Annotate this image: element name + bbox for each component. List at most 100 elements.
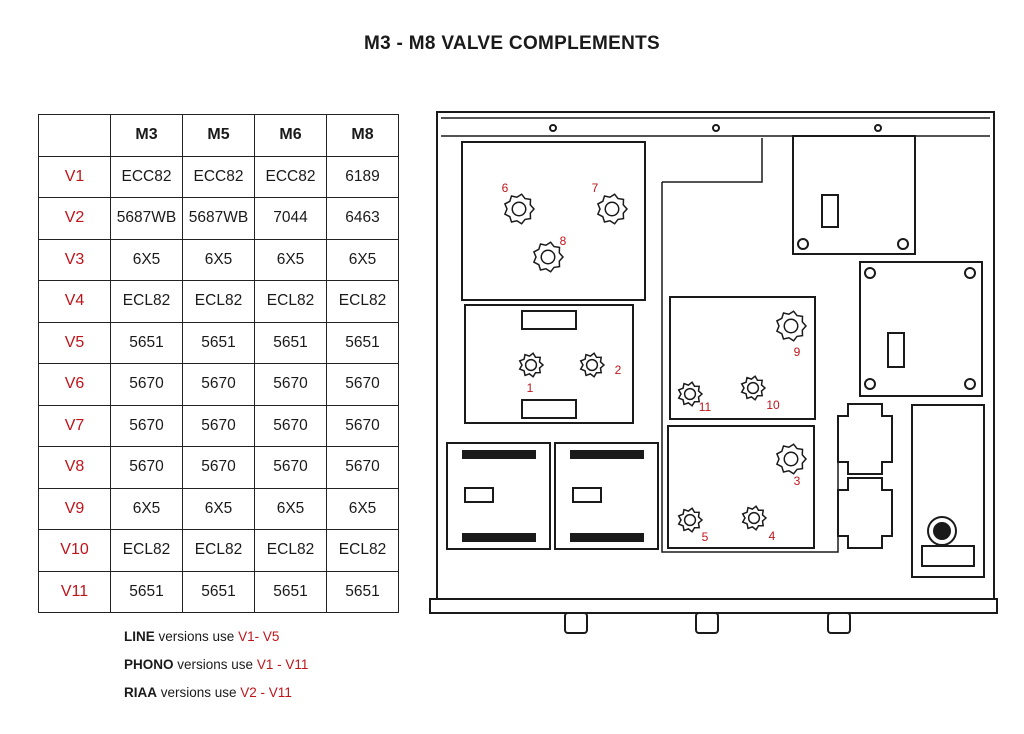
valve-socket-2 [579,352,606,378]
front-panel [429,598,998,614]
socket-label: 6 [502,181,509,195]
valve-type-cell-m8: ECL82 [326,280,399,323]
header-m6: M6 [254,114,327,157]
valve-type-cell-m5: 5670 [182,404,255,447]
header-corner [38,114,111,157]
valve-type-cell-m5: 6X5 [182,487,255,530]
bracket-bar [462,533,536,542]
valve-type-cell-m3: 5651 [110,321,183,364]
valve-type-cell-m3: ECL82 [110,529,183,572]
screw [897,238,909,250]
iec-socket [927,516,957,546]
valve-position-cell: V2 [38,197,111,240]
valve-position-cell: V10 [38,529,111,572]
valve-type-cell-m3: 5651 [110,570,183,613]
socket-label: 2 [615,363,622,377]
screw [864,267,876,279]
valve-type-cell-m8: 6X5 [326,487,399,530]
screw [874,124,882,132]
valve-position-cell: V6 [38,363,111,406]
valve-type-cell-m8: 5670 [326,446,399,489]
rear-panel-connector [921,545,975,567]
output-transformer [859,261,983,397]
valve-type-cell-m8: 6463 [326,197,399,240]
output-bracket-right [554,442,659,550]
note-phono-text: versions use [173,657,257,672]
board-right-lower [667,425,815,549]
valve-type-cell-m8: 5670 [326,404,399,447]
bracket-bar [570,533,644,542]
socket-label: 9 [794,345,801,359]
choke-upper [837,403,893,475]
note-line-text: versions use [154,629,239,644]
screw [864,378,876,390]
valve-type-cell-m8: 5651 [326,570,399,613]
valve-position-cell: V5 [38,321,111,364]
socket-label: 7 [592,181,599,195]
header-m3: M3 [110,114,183,157]
note-line-name: LINE [124,629,155,644]
valve-type-cell-m5: ECC82 [182,155,255,198]
valve-socket-4 [741,505,768,531]
valve-type-cell-m8: 5651 [326,321,399,364]
valve-position-cell: V3 [38,238,111,281]
board-line [464,304,634,424]
valve-type-cell-m3: 5687WB [110,197,183,240]
screw [964,378,976,390]
valve-type-cell-m3: 6X5 [110,238,183,281]
header-m8: M8 [326,114,399,157]
socket-label: 4 [769,529,776,543]
transformer-terminal [887,332,905,368]
valve-type-cell-m5: 5670 [182,363,255,406]
bracket-bar [570,450,644,459]
knob-center [695,612,719,634]
bracket-clip [572,487,602,503]
note-riaa-range: V2 - V11 [240,685,292,700]
valve-socket-1 [518,352,545,378]
chassis-outline [436,111,995,600]
partition [661,182,839,553]
valve-type-cell-m6: 7044 [254,197,327,240]
choke-lower [837,477,893,549]
board-phono-upper [461,141,646,301]
iec-socket-core [933,522,951,540]
note-riaa-text: versions use [157,685,241,700]
page-title: M3 - M8 VALVE COMPLEMENTS [363,33,661,54]
valve-type-cell-m8: 6X5 [326,238,399,281]
bracket-clip [464,487,494,503]
valve-position-cell: V7 [38,404,111,447]
valve-type-cell-m6: ECC82 [254,155,327,198]
valve-position-cell: V9 [38,487,111,530]
valve-type-cell-m5: 5651 [182,570,255,613]
valve-type-cell-m5: 5651 [182,321,255,364]
screw [712,124,720,132]
valve-type-cell-m8: 6189 [326,155,399,198]
valve-type-cell-m6: 5651 [254,570,327,613]
valve-type-cell-m6: 5651 [254,321,327,364]
output-bracket-left [446,442,551,550]
note-line-range: V1- V5 [238,629,280,644]
valve-type-cell-m6: 5670 [254,404,327,447]
valve-socket-7 [596,193,629,225]
socket-label: 8 [560,234,567,248]
valve-socket-11 [677,381,704,407]
valve-socket-6 [503,193,536,225]
board-component [521,310,577,330]
note-line: LINE versions use V1- V5 [124,629,279,644]
screw [964,267,976,279]
partition [662,138,763,183]
socket-label: 1 [527,381,534,395]
valve-socket-8 [532,241,565,273]
valve-socket-10 [740,375,767,401]
screw [549,124,557,132]
